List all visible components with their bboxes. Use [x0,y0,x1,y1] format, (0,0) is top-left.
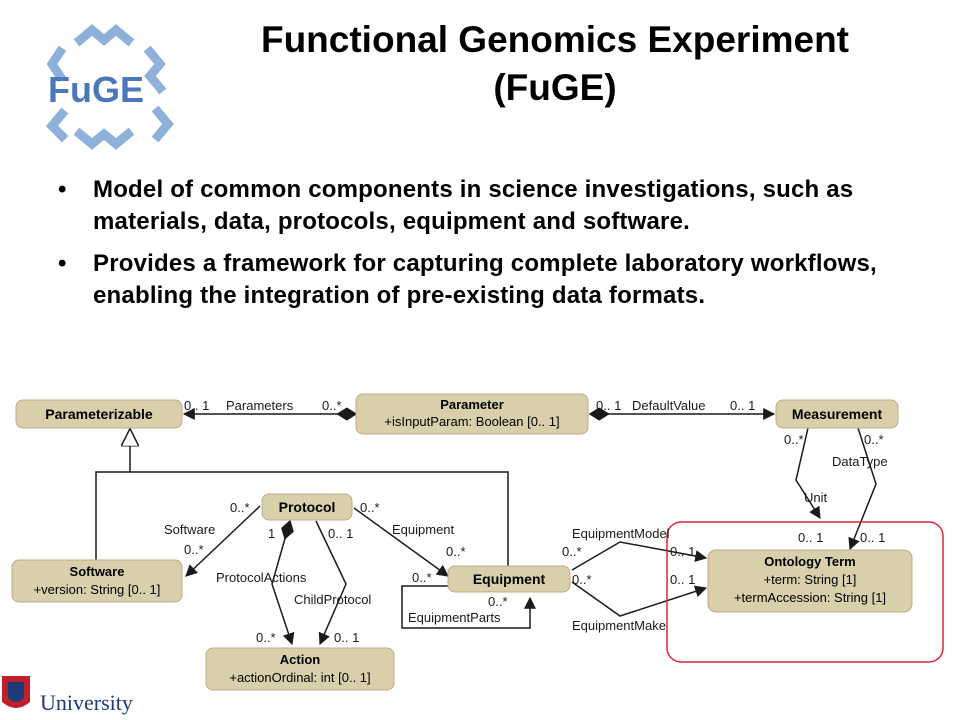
bullet-item-2: Provides a framework for capturing compl… [58,248,898,312]
class-software: Software +version: String [0.. 1] [11,559,183,603]
title-line-2: (FuGE) [493,67,617,108]
edge-protocol-actions [271,519,295,646]
label-params-mult-left: 0.. 1 [184,398,209,413]
university-logo-text: University [40,690,133,715]
label-proto-eq-mult: 0..* [360,500,380,515]
page-title: Functional Genomics Experiment (FuGE) [170,16,940,112]
class-software-name: Software [70,564,125,579]
label-eq-make-mult-right: 0.. 1 [670,572,695,587]
class-protocol: Protocol [261,493,353,521]
label-meas-mult-right: 0..* [864,432,884,447]
label-software-role: Software [164,522,215,537]
fuge-logo: FuGE [45,24,174,150]
edge-generalization [95,430,509,574]
class-ontology-term-attr-1: +term: String [1] [764,572,857,587]
bullet-item-1: Model of common components in science in… [58,174,898,238]
label-proto-sw-mult: 0..* [230,500,250,515]
edge-proto-equipment [353,507,449,577]
label-action-mult-1: 0..* [256,630,276,645]
class-equipment: Equipment [447,565,571,593]
label-protocol-actions: ProtocolActions [216,570,307,585]
class-ontology-term: Ontology Term +term: String [1] +termAcc… [707,549,913,613]
class-action: Action +actionOrdinal: int [0.. 1] [205,647,395,691]
edge-equipment-parts [401,585,536,629]
edge-unit [795,427,821,520]
label-eq-model-mult-left: 0..* [562,544,582,559]
logo-text: FuGE [48,69,144,110]
class-software-attr: +version: String [0.. 1] [34,582,161,597]
label-params-mult-right: 0..* [322,398,342,413]
class-action-attr: +actionOrdinal: int [0.. 1] [229,670,370,685]
edge-proto-software [185,505,261,577]
label-equipment-role: Equipment [392,522,455,537]
label-params-role: Parameters [226,398,294,413]
class-measurement: Measurement [775,399,899,429]
label-default-mult-left: 0.. 1 [596,398,621,413]
label-eq-model-role: EquipmentModel [572,526,670,541]
class-action-name: Action [280,652,321,667]
label-equipment-mult: 0..* [446,544,466,559]
label-ot-mult-1: 0.. 1 [798,530,823,545]
label-proto-zero-one: 0.. 1 [328,526,353,541]
uml-diagram: Parameterizable Parameter +isInputParam:… [2,393,944,715]
label-software-mult: 0..* [184,542,204,557]
class-protocol-name: Protocol [279,499,336,515]
class-measurement-name: Measurement [792,406,883,422]
class-parameterizable: Parameterizable [15,399,183,429]
bullet-list: Model of common components in science in… [58,174,898,322]
label-eq-model-mult-right: 0.. 1 [670,544,695,559]
label-child-protocol: ChildProtocol [294,592,371,607]
class-ontology-term-name: Ontology Term [764,554,855,569]
label-eq-parts-mult-right: 0..* [488,594,508,609]
edge-equipment-make [571,581,708,617]
label-action-mult-2: 0.. 1 [334,630,359,645]
edge-child-protocol [315,520,347,646]
title-line-1: Functional Genomics Experiment [260,19,849,60]
label-eq-parts-mult-left: 0..* [412,570,432,585]
ontology-highlight [666,521,944,663]
class-ontology-term-attr-2: +termAccession: String [1] [734,590,886,605]
class-parameterizable-name: Parameterizable [45,406,153,422]
edge-datatype [848,427,877,551]
class-equipment-name: Equipment [473,571,546,587]
label-default-mult-right: 0.. 1 [730,398,755,413]
class-parameter-name: Parameter [440,397,504,412]
label-datatype: DataType [832,454,888,469]
class-parameter-attr: +isInputParam: Boolean [0.. 1] [384,414,559,429]
connectors [95,407,877,646]
edge-equipment-model [571,541,708,571]
label-eq-parts-role: EquipmentParts [408,610,501,625]
label-eq-make-role: EquipmentMake [572,618,666,633]
label-proto-one: 1 [268,526,275,541]
label-default-role: DefaultValue [632,398,705,413]
class-parameter: Parameter +isInputParam: Boolean [0.. 1] [355,393,589,435]
university-logo: University [2,676,133,715]
label-eq-make-mult-left: 0..* [572,572,592,587]
label-ot-mult-2: 0.. 1 [860,530,885,545]
label-unit: Unit [804,490,828,505]
label-meas-mult-left: 0..* [784,432,804,447]
